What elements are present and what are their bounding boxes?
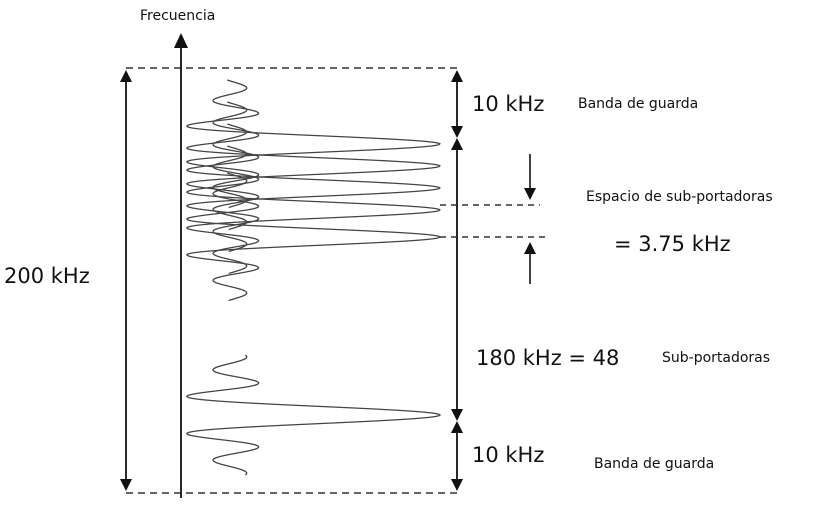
subcarrier-wave-3 [185, 123, 441, 253]
subcarrier-wave-5 [185, 172, 441, 302]
subcarrier-wave-1 [185, 79, 441, 209]
frequency-axis-title: Frecuencia [140, 8, 216, 24]
carrier-band-label: 180 kHz = 48 [476, 346, 620, 370]
subcarrier-waves [185, 79, 442, 476]
guard-top-size-label: 10 kHz [472, 92, 545, 116]
carrier-count-label: Sub-portadoras [662, 350, 771, 366]
spacing-value: = 3.75 kHz [614, 232, 731, 256]
spacing-label: Espacio de sub-portadoras [586, 189, 773, 205]
subcarrier-wave-4 [185, 145, 441, 275]
frequency-axis-arrowhead [174, 33, 188, 48]
total-bandwidth-label: 200 kHz [4, 264, 90, 288]
subcarrier-wave-2 [185, 101, 441, 231]
guard-bottom-size-label: 10 kHz [472, 443, 545, 467]
guard-bottom-label: Banda de guarda [594, 456, 715, 472]
subcarrier-wave-6 [185, 354, 442, 476]
guard-top-label: Banda de guarda [578, 96, 699, 112]
